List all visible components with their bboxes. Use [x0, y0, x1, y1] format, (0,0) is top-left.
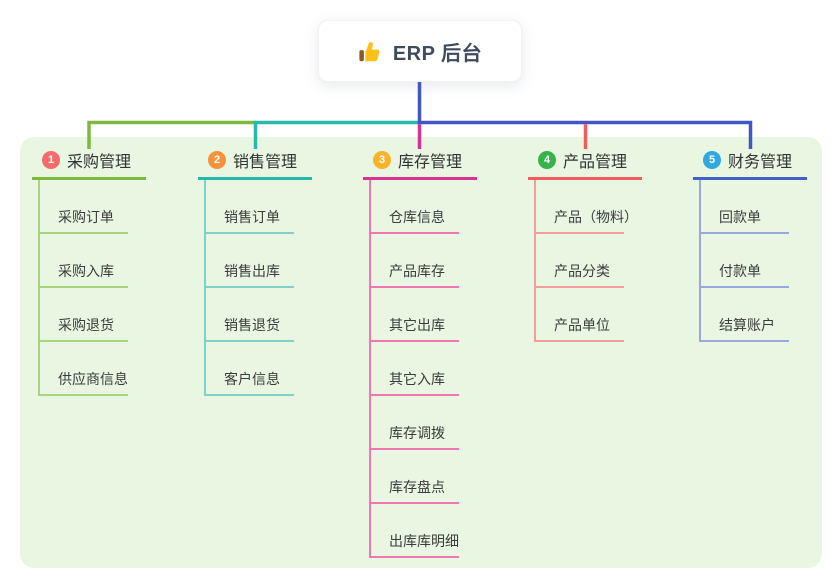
topic-item[interactable]: 结算账户: [701, 288, 789, 342]
topic-item[interactable]: 采购入库: [40, 234, 128, 288]
topic-label: 产品单位: [554, 317, 610, 333]
branch-2: 2 销售管理 销售订单销售出库销售退货客户信息: [198, 148, 312, 396]
mindmap-background-panel: [20, 137, 822, 568]
topic-label: 其它出库: [389, 317, 445, 333]
topic-item[interactable]: 其它出库: [371, 288, 459, 342]
branch-label[interactable]: 3 库存管理: [363, 148, 477, 180]
root-node[interactable]: ERP 后台: [318, 20, 522, 82]
branch-title: 销售管理: [233, 153, 298, 171]
topic-item[interactable]: 销售退货: [206, 288, 294, 342]
topic-label: 仓库信息: [389, 209, 445, 225]
topic-item[interactable]: 出库库明细: [371, 504, 459, 558]
topic-item[interactable]: 产品（物料）: [536, 180, 638, 234]
topic-label: 其它入库: [389, 371, 445, 387]
topic-item[interactable]: 供应商信息: [40, 342, 128, 396]
branch-children: 产品（物料） 产品分类产品单位: [534, 180, 638, 342]
topic-item[interactable]: 采购订单: [40, 180, 128, 234]
branch-number-badge: 5: [703, 150, 721, 169]
topic-label: 回款单: [719, 209, 761, 225]
branch-children: 回款单付款单结算账户: [699, 180, 789, 342]
branch-label[interactable]: 2 销售管理: [198, 148, 312, 180]
branch-title: 财务管理: [728, 153, 793, 171]
branch-5: 5 财务管理 回款单付款单结算账户: [693, 148, 807, 342]
topic-label: 结算账户: [719, 317, 775, 333]
topic-item[interactable]: 库存盘点: [371, 450, 459, 504]
topic-item[interactable]: 产品库存: [371, 234, 459, 288]
topic-item[interactable]: 回款单: [701, 180, 789, 234]
topic-label: 出库库明细: [389, 533, 459, 549]
branch-1: 1 采购管理 采购订单采购入库采购退货供应商信息: [32, 148, 146, 396]
branch-number-badge: 3: [373, 150, 391, 169]
topic-item[interactable]: 仓库信息: [371, 180, 459, 234]
topic-label: 销售出库: [224, 263, 280, 279]
topic-label: 销售退货: [224, 317, 280, 333]
root-node-label: ERP 后台: [392, 42, 483, 65]
branch-label[interactable]: 1 采购管理: [32, 148, 146, 180]
topic-item[interactable]: 销售订单: [206, 180, 294, 234]
branch-label[interactable]: 4 产品管理: [528, 148, 642, 180]
topic-item[interactable]: 销售出库: [206, 234, 294, 288]
branch-children: 仓库信息产品库存其它出库其它入库库存调拨库存盘点出库库明细: [369, 180, 459, 558]
topic-label: 产品库存: [389, 263, 445, 279]
branch-label[interactable]: 5 财务管理: [693, 148, 807, 180]
topic-item[interactable]: 其它入库: [371, 342, 459, 396]
topic-label: 销售订单: [224, 209, 280, 225]
branch-title: 采购管理: [67, 153, 132, 171]
branch-number-badge: 2: [208, 150, 226, 169]
thumbs-up-icon: [358, 39, 383, 64]
branch-3: 3 库存管理 仓库信息产品库存其它出库其它入库库存调拨库存盘点出库库明细: [363, 148, 477, 558]
topic-item[interactable]: 客户信息: [206, 342, 294, 396]
branch-title: 库存管理: [398, 153, 463, 171]
topic-label: 采购订单: [58, 209, 114, 225]
topic-label: 供应商信息: [58, 371, 128, 387]
topic-item[interactable]: 产品分类: [536, 234, 624, 288]
topic-item[interactable]: 采购退货: [40, 288, 128, 342]
topic-item[interactable]: 付款单: [701, 234, 789, 288]
topic-item[interactable]: 库存调拨: [371, 396, 459, 450]
topic-label: 采购入库: [58, 263, 114, 279]
topic-label: 产品（物料）: [554, 209, 638, 225]
branch-number-badge: 1: [42, 150, 60, 169]
topic-label: 采购退货: [58, 317, 114, 333]
topic-label: 库存调拨: [389, 425, 445, 441]
branch-children: 销售订单销售出库销售退货客户信息: [204, 180, 294, 396]
topic-label: 客户信息: [224, 371, 280, 387]
branch-children: 采购订单采购入库采购退货供应商信息: [38, 180, 128, 396]
topic-label: 库存盘点: [389, 479, 445, 495]
topic-item[interactable]: 产品单位: [536, 288, 624, 342]
branch-number-badge: 4: [538, 150, 556, 169]
topic-label: 产品分类: [554, 263, 610, 279]
branch-title: 产品管理: [563, 153, 628, 171]
branch-4: 4 产品管理 产品（物料） 产品分类产品单位: [528, 148, 642, 342]
topic-label: 付款单: [719, 263, 761, 279]
